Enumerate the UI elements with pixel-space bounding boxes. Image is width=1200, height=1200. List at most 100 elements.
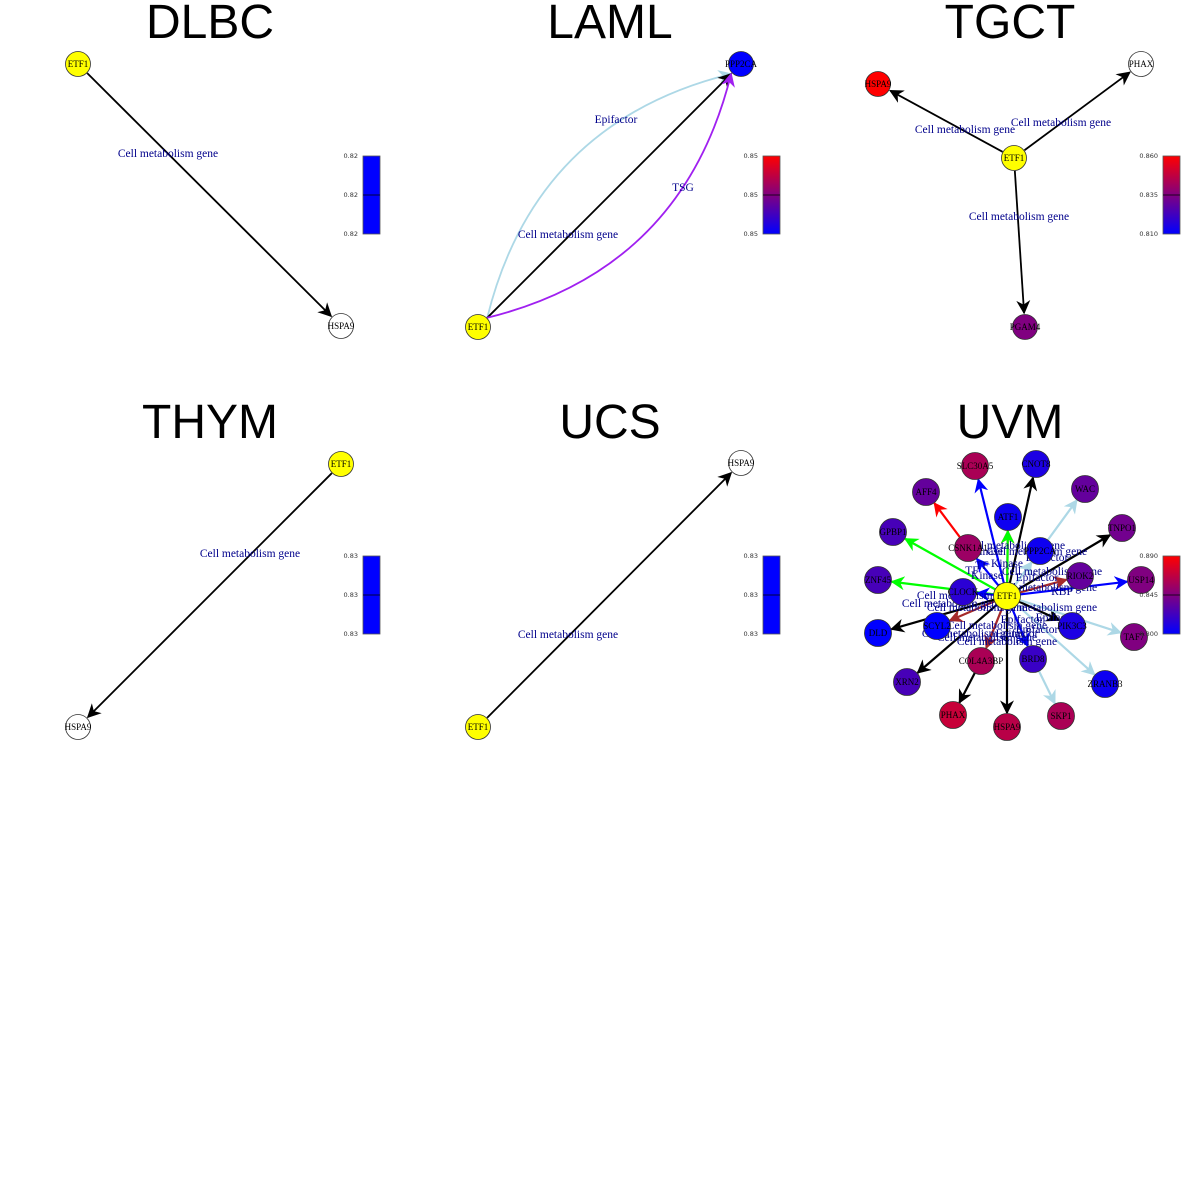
node-circle[interactable] <box>1108 514 1136 542</box>
node-circle[interactable] <box>864 619 892 647</box>
node-tnpo1[interactable]: TNPO1 <box>1108 514 1136 542</box>
node-etf1[interactable]: ETF1 <box>993 582 1021 610</box>
node-etf1[interactable]: ETF1 <box>328 451 354 477</box>
node-ppp2ca[interactable]: PPP2CA <box>1024 537 1057 565</box>
node-circle[interactable] <box>1047 702 1075 730</box>
node-etf1[interactable]: ETF1 <box>465 314 491 340</box>
node-circle[interactable] <box>328 451 354 477</box>
node-circle[interactable] <box>1026 537 1054 565</box>
node-circle[interactable] <box>912 478 940 506</box>
node-ppp2ca[interactable]: PPP2CA <box>725 51 758 77</box>
node-circle[interactable] <box>865 71 891 97</box>
edge-label: Epifactor <box>996 628 1039 640</box>
node-pgam4[interactable]: PGAM4 <box>1010 314 1041 340</box>
node-circle[interactable] <box>954 534 982 562</box>
node-znf45[interactable]: ZNF45 <box>864 566 892 594</box>
node-circle[interactable] <box>465 314 491 340</box>
node-zranb3[interactable]: ZRANB3 <box>1087 670 1123 698</box>
panel-title: UCS <box>559 396 660 449</box>
node-xrn2[interactable]: XRN2 <box>893 668 921 696</box>
node-scyl2[interactable]: SCYL2 <box>923 612 951 640</box>
edge-etf1-ppp2ca <box>486 72 735 319</box>
node-circle[interactable] <box>1019 645 1047 673</box>
node-atf1[interactable]: ATF1 <box>994 503 1022 531</box>
node-circle[interactable] <box>993 713 1021 741</box>
node-circle[interactable] <box>728 51 754 77</box>
node-taf7[interactable]: TAF7 <box>1120 623 1148 651</box>
node-etf1[interactable]: ETF1 <box>465 714 491 740</box>
node-circle[interactable] <box>893 668 921 696</box>
node-circle[interactable] <box>1127 566 1155 594</box>
edge-label: Epifactor <box>1001 614 1044 626</box>
node-circle[interactable] <box>1058 612 1086 640</box>
edge-etf1-tnpo1 <box>1017 534 1112 591</box>
node-label: BRD8 <box>1021 654 1045 664</box>
node-slc30a5[interactable]: SLC30A5 <box>957 452 994 480</box>
edge-label: Cell metabolism gene <box>1011 117 1111 129</box>
node-circle[interactable] <box>1120 623 1148 651</box>
node-circle[interactable] <box>1022 450 1050 478</box>
node-hspa9[interactable]: HSPA9 <box>728 450 755 476</box>
node-circle[interactable] <box>961 452 989 480</box>
node-circle[interactable] <box>1012 314 1038 340</box>
colorbar-tick-label: 0.890 <box>1139 552 1158 560</box>
node-phax[interactable]: PHAX <box>939 701 967 729</box>
node-circle[interactable] <box>728 450 754 476</box>
node-brd8[interactable]: BRD8 <box>1019 645 1047 673</box>
node-riok2[interactable]: RIOK2 <box>1066 562 1094 590</box>
node-wac[interactable]: WAC <box>1071 475 1099 503</box>
node-aff4[interactable]: AFF4 <box>912 478 940 506</box>
node-csnk1a1[interactable]: CSNK1A1 <box>948 534 988 562</box>
edge-etf1-cnot8 <box>1008 476 1038 584</box>
node-circle[interactable] <box>949 578 977 606</box>
node-hspa9[interactable]: HSPA9 <box>865 71 892 97</box>
node-dld[interactable]: DLD <box>864 619 892 647</box>
edge-label: TSG <box>672 182 694 194</box>
node-circle[interactable] <box>994 503 1022 531</box>
node-circle[interactable] <box>939 701 967 729</box>
edge-label: Epifactor <box>1016 572 1059 584</box>
edge-label: Kinase <box>991 558 1023 570</box>
node-circle[interactable] <box>1128 51 1154 77</box>
node-clock[interactable]: CLOCK <box>948 578 979 606</box>
node-label: ZRANB3 <box>1087 679 1123 689</box>
node-circle[interactable] <box>993 582 1021 610</box>
edge-etf1-pik3c3 <box>1018 600 1061 622</box>
node-circle[interactable] <box>1071 475 1099 503</box>
node-skp1[interactable]: SKP1 <box>1047 702 1075 730</box>
edge-label: Cell metabolism gene <box>915 124 1015 136</box>
node-usp14[interactable]: USP14 <box>1127 566 1155 594</box>
node-label: CNOT8 <box>1022 459 1051 469</box>
node-circle[interactable] <box>864 566 892 594</box>
edge-etf1-pgam4 <box>1013 170 1031 315</box>
node-circle[interactable] <box>465 714 491 740</box>
node-circle[interactable] <box>328 313 354 339</box>
edge-etf1-hspa9 <box>889 89 1004 153</box>
edge-label: Cell metabolism gene <box>947 620 1047 632</box>
edge-label: TF <box>965 565 978 577</box>
node-hspa9[interactable]: HSPA9 <box>993 713 1021 741</box>
node-circle[interactable] <box>1066 562 1094 590</box>
node-etf1[interactable]: ETF1 <box>65 51 91 77</box>
node-circle[interactable] <box>967 647 995 675</box>
node-circle[interactable] <box>1091 670 1119 698</box>
node-circle[interactable] <box>923 612 951 640</box>
edge-label: RBP <box>1051 586 1073 598</box>
node-phax[interactable]: PHAX <box>1128 51 1154 77</box>
node-etf1[interactable]: ETF1 <box>1001 145 1027 171</box>
node-hspa9[interactable]: HSPA9 <box>328 313 355 339</box>
edges <box>86 72 333 318</box>
edge-etf1-atf1 <box>1000 529 1015 584</box>
node-circle[interactable] <box>65 51 91 77</box>
node-hspa9[interactable]: HSPA9 <box>65 714 92 740</box>
node-pik3c3[interactable]: PIK3C3 <box>1057 612 1087 640</box>
node-gpbp1[interactable]: GPBP1 <box>879 518 907 546</box>
node-cnot8[interactable]: CNOT8 <box>1022 450 1051 478</box>
node-circle[interactable] <box>879 518 907 546</box>
node-circle[interactable] <box>65 714 91 740</box>
node-col4a3bp[interactable]: COL4A3BP <box>959 647 1004 675</box>
node-circle[interactable] <box>1001 145 1027 171</box>
